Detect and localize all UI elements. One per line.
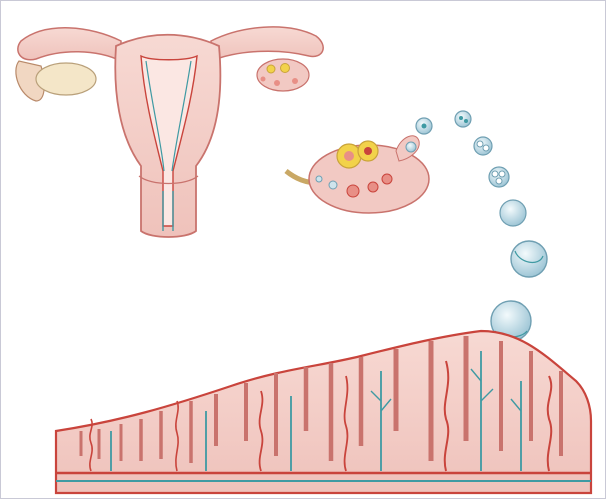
endometrium-icon <box>56 331 591 493</box>
uterus-icon <box>16 27 323 237</box>
embryo-stages-icon <box>416 111 547 341</box>
ovary-icon <box>286 136 429 213</box>
